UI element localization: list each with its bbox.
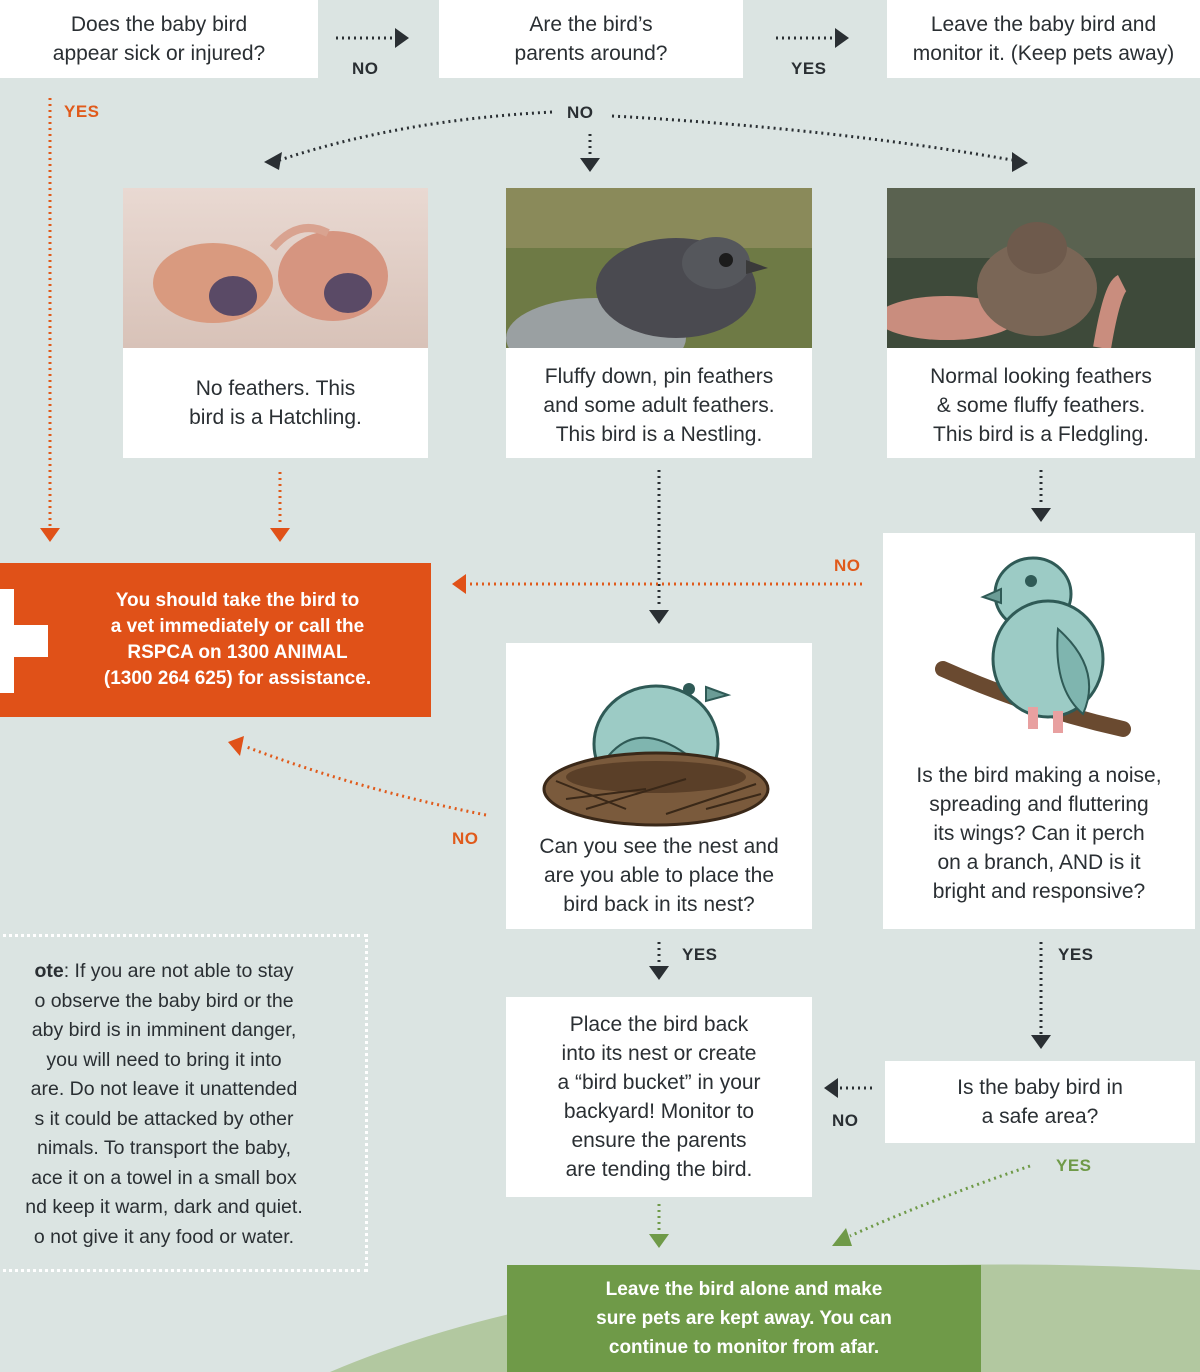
question-parents-text: Are the bird’s parents around?: [514, 13, 668, 65]
arrowhead: [832, 1228, 852, 1246]
place-back-text: into its nest or create: [561, 1042, 757, 1065]
place-back-text: are tending the bird.: [565, 1158, 753, 1181]
hatchling-card: No feathers. This bird is a Hatchling.: [123, 188, 428, 458]
arrowhead: [228, 736, 244, 756]
arrowhead: [580, 158, 600, 172]
nestling-card: Fluffy down, pin feathers and some adult…: [506, 188, 812, 458]
hatchling-caption: No feathers. This: [195, 377, 356, 400]
arrowhead: [264, 152, 282, 170]
label-no: NO: [832, 1111, 859, 1130]
leave-alone-text: Leave the bird alone and make: [605, 1279, 883, 1300]
arrowhead: [1031, 1035, 1051, 1049]
question-sick-box: Does the baby bird appear sick or injure…: [0, 0, 318, 78]
fledgling-question-text: Is the bird making a noise,: [916, 764, 1162, 787]
note-text: aby bird is in imminent danger,: [31, 1019, 297, 1041]
arrowhead: [395, 28, 409, 48]
arrowhead: [835, 28, 849, 48]
note-box: ote: If you are not able to stay o obser…: [0, 934, 368, 1272]
vet-text: a vet immediately or call the: [110, 616, 365, 637]
vet-box: You should take the bird to a vet immedi…: [0, 563, 431, 717]
place-back-text: Place the bird back: [569, 1013, 749, 1036]
question-parents-box: Are the bird’s parents around?: [439, 0, 743, 78]
leave-alone-box: Leave the bird alone and make sure pets …: [507, 1265, 981, 1372]
question-sick-text: Does the baby bird appear sick or injure…: [52, 13, 266, 65]
place-back-text: ensure the parents: [571, 1129, 747, 1152]
arrowhead: [452, 574, 466, 594]
perched-bird-illustration: [935, 556, 1131, 737]
label-yes: YES: [1058, 945, 1094, 964]
safe-area-box: Is the baby bird in a safe area?: [885, 1061, 1195, 1143]
arrow-safe-yes: [849, 1164, 1031, 1238]
arrowhead: [270, 528, 290, 542]
note-heading: ote: [34, 960, 64, 982]
arrowhead: [1031, 508, 1051, 522]
arrow-nest-no: [243, 744, 487, 817]
cross-icon: [0, 589, 48, 693]
arrow-to-fledgling: [611, 114, 1013, 162]
arrowhead: [649, 610, 669, 624]
label-no: NO: [452, 829, 479, 848]
place-back-text: a “bird bucket” in your: [557, 1071, 761, 1094]
label-yes: YES: [64, 102, 100, 121]
hatchling-caption: bird is a Hatchling.: [189, 406, 362, 429]
vet-text: RSPCA on 1300 ANIMAL: [127, 642, 348, 663]
arrowhead: [1012, 152, 1028, 172]
fledgling-question-card: Is the bird making a noise, spreading an…: [883, 533, 1195, 929]
leave-monitor-box: Leave the baby bird and monitor it. (Kee…: [887, 0, 1200, 78]
note-text: you will need to bring it into: [46, 1048, 282, 1071]
label-no: NO: [352, 59, 379, 78]
fledgling-question-text: spreading and fluttering: [929, 793, 1149, 816]
leave-monitor-text: Leave the baby bird and monitor it. (Kee…: [912, 13, 1175, 65]
nestling-photo: [506, 188, 812, 348]
fledgling-caption: Normal looking feathers: [930, 365, 1152, 388]
label-yes: YES: [682, 945, 718, 964]
note-text: nimals. To transport the baby,: [37, 1137, 291, 1159]
note-text: : If you are not able to stay: [63, 960, 294, 982]
fledgling-card: Normal looking feathers & some fluffy fe…: [887, 188, 1195, 458]
nestling-caption: and some adult feathers.: [543, 394, 775, 417]
place-back-text: backyard! Monitor to: [563, 1100, 755, 1123]
nest-bird-illustration: [542, 683, 770, 827]
note-text: ace it on a towel in a small box: [31, 1166, 297, 1189]
label-yes: YES: [791, 59, 827, 78]
fledgling-caption: & some fluffy feathers.: [936, 394, 1146, 417]
leave-alone-text: sure pets are kept away. You can: [596, 1308, 892, 1329]
note-text: o observe the baby bird or the: [34, 989, 294, 1012]
nest-question-text: are you able to place the: [544, 864, 774, 887]
safe-area-text: Is the baby bird in: [957, 1076, 1123, 1099]
label-no: NO: [834, 556, 861, 575]
note-text: o not give it any food or water.: [33, 1225, 295, 1248]
arrowhead: [40, 528, 60, 542]
fledgling-question-text: bright and responsive?: [932, 880, 1146, 903]
fledgling-photo: [887, 188, 1195, 348]
arrowhead: [649, 966, 669, 980]
label-no: NO: [567, 103, 594, 122]
place-back-box: Place the bird back into its nest or cre…: [506, 997, 812, 1197]
nestling-caption: This bird is a Nestling.: [555, 423, 763, 446]
note-text: nd keep it warm, dark and quiet.: [25, 1196, 303, 1218]
fledgling-question-text: on a branch, AND is it: [937, 851, 1141, 874]
nest-question-text: Can you see the nest and: [539, 835, 779, 858]
fledgling-question-text: its wings? Can it perch: [933, 822, 1145, 845]
nest-question-card: Can you see the nest and are you able to…: [506, 643, 812, 929]
fledgling-caption: This bird is a Fledgling.: [933, 423, 1149, 446]
safe-area-text: a safe area?: [981, 1105, 1099, 1128]
label-yes: YES: [1056, 1156, 1092, 1175]
nestling-caption: Fluffy down, pin feathers: [544, 365, 774, 388]
note-text: are. Do not leave it unattended: [30, 1078, 298, 1100]
nest-question-text: bird back in its nest?: [563, 893, 755, 916]
arrow-to-hatchling: [279, 110, 553, 162]
hatchling-photo: [123, 188, 428, 348]
vet-text: (1300 264 625) for assistance.: [103, 668, 372, 689]
leave-alone-text: continue to monitor from afar.: [608, 1337, 880, 1358]
arrowhead: [649, 1234, 669, 1248]
arrowhead: [824, 1078, 838, 1098]
note-text: s it could be attacked by other: [34, 1107, 294, 1130]
vet-text: You should take the bird to: [115, 590, 360, 611]
